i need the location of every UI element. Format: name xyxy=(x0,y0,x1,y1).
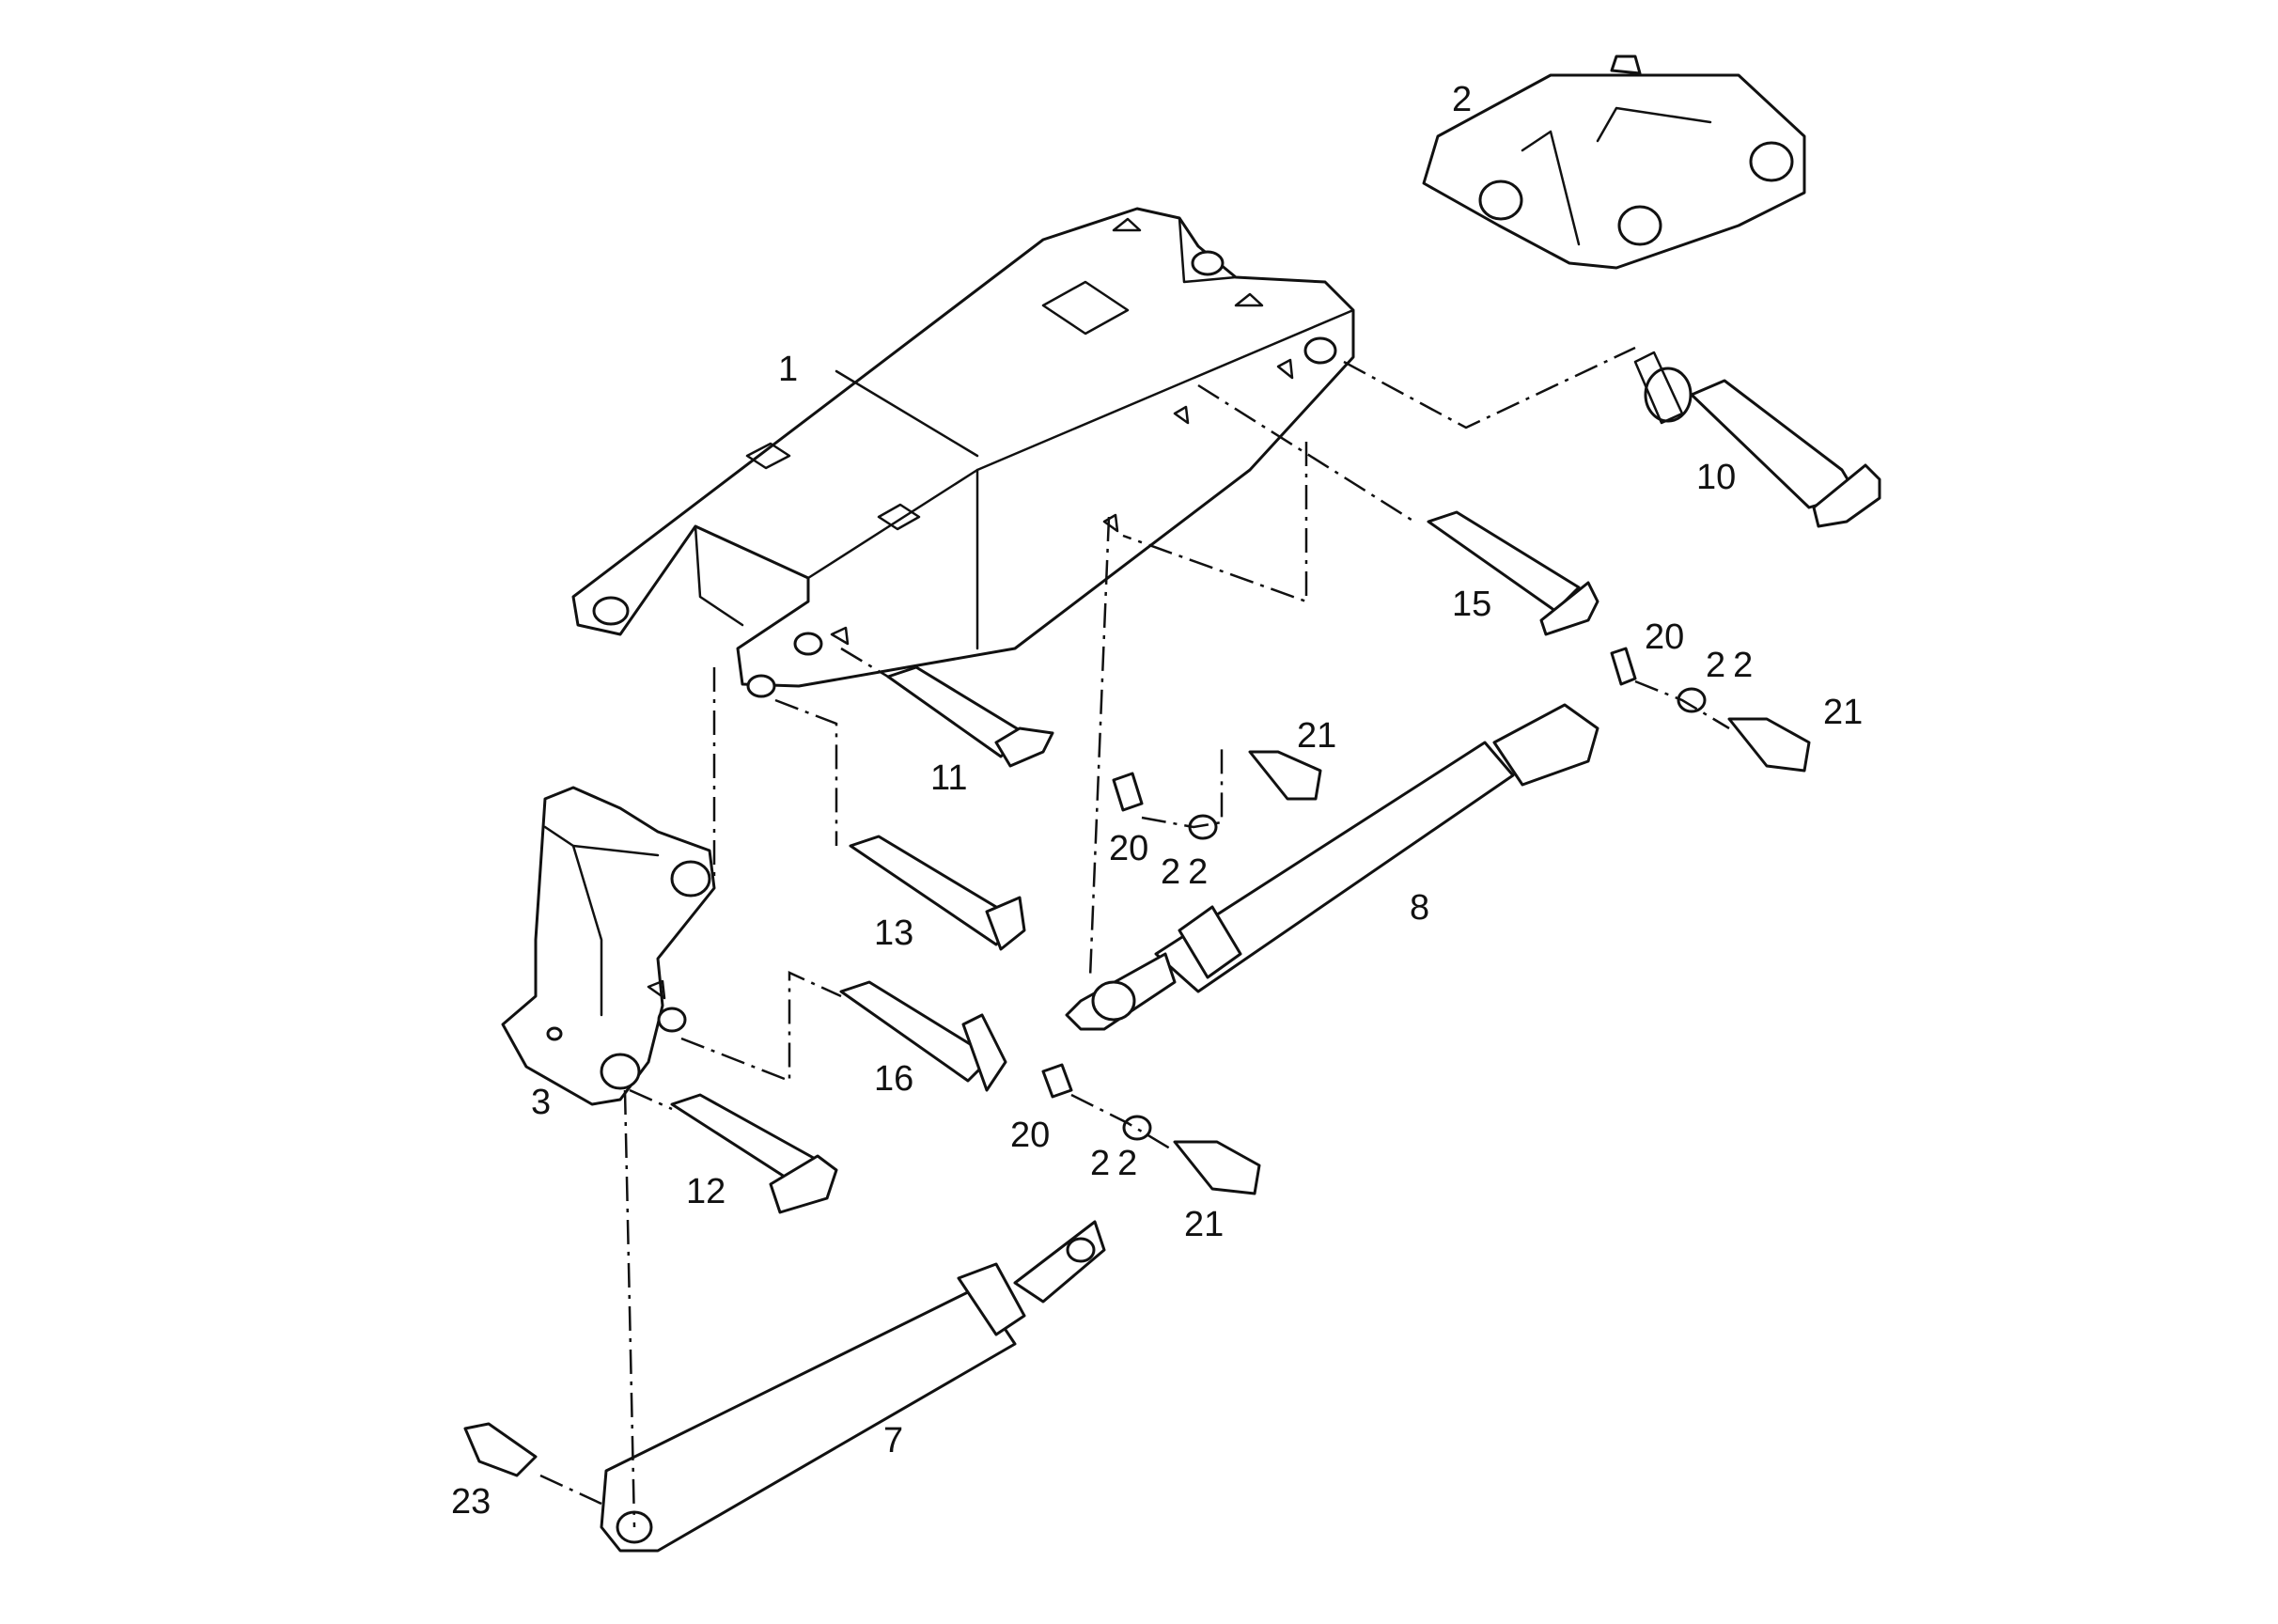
callout-21b: 21 xyxy=(1823,693,1863,732)
callout-3: 3 xyxy=(531,1083,551,1122)
callout-20b: 20 xyxy=(1109,829,1148,868)
callout-20c: 20 xyxy=(1010,1116,1050,1155)
cylinder-8 xyxy=(1065,703,1599,1031)
callout-23: 23 xyxy=(451,1482,491,1522)
callout-1: 1 xyxy=(778,350,798,389)
callout-15: 15 xyxy=(1452,585,1491,624)
callout-2: 2 xyxy=(1452,80,1472,119)
callout-7: 7 xyxy=(883,1421,903,1460)
callout-21c: 21 xyxy=(1184,1205,1224,1244)
callout-22b: 22 xyxy=(1161,852,1215,892)
callout-20a: 20 xyxy=(1645,617,1684,657)
callout-11: 11 xyxy=(930,758,967,798)
pin-16 xyxy=(839,980,1007,1092)
callout-22c: 22 xyxy=(1090,1144,1145,1183)
hardware xyxy=(463,647,1811,1477)
pin-12 xyxy=(670,1093,838,1214)
callout-12: 12 xyxy=(686,1172,726,1211)
callout-16: 16 xyxy=(874,1059,913,1099)
callout-22a: 22 xyxy=(1706,646,1760,685)
callout-8: 8 xyxy=(1410,888,1429,928)
link xyxy=(501,786,716,1106)
boom-frame xyxy=(571,207,1355,698)
bracket xyxy=(1422,55,1806,270)
cylinder-7 xyxy=(600,1220,1106,1553)
callout-labels: 1 2 3 7 8 10 11 12 13 15 16 20 20 20 21 … xyxy=(451,80,1863,1522)
pin-11 xyxy=(886,665,1054,768)
callout-13: 13 xyxy=(874,914,913,953)
pin-13 xyxy=(849,835,1026,951)
pin-10 xyxy=(1633,351,1881,528)
pin-15 xyxy=(1427,510,1599,636)
callout-21a: 21 xyxy=(1297,716,1336,756)
callout-10: 10 xyxy=(1696,458,1736,497)
assembly-lines xyxy=(539,346,1730,1528)
